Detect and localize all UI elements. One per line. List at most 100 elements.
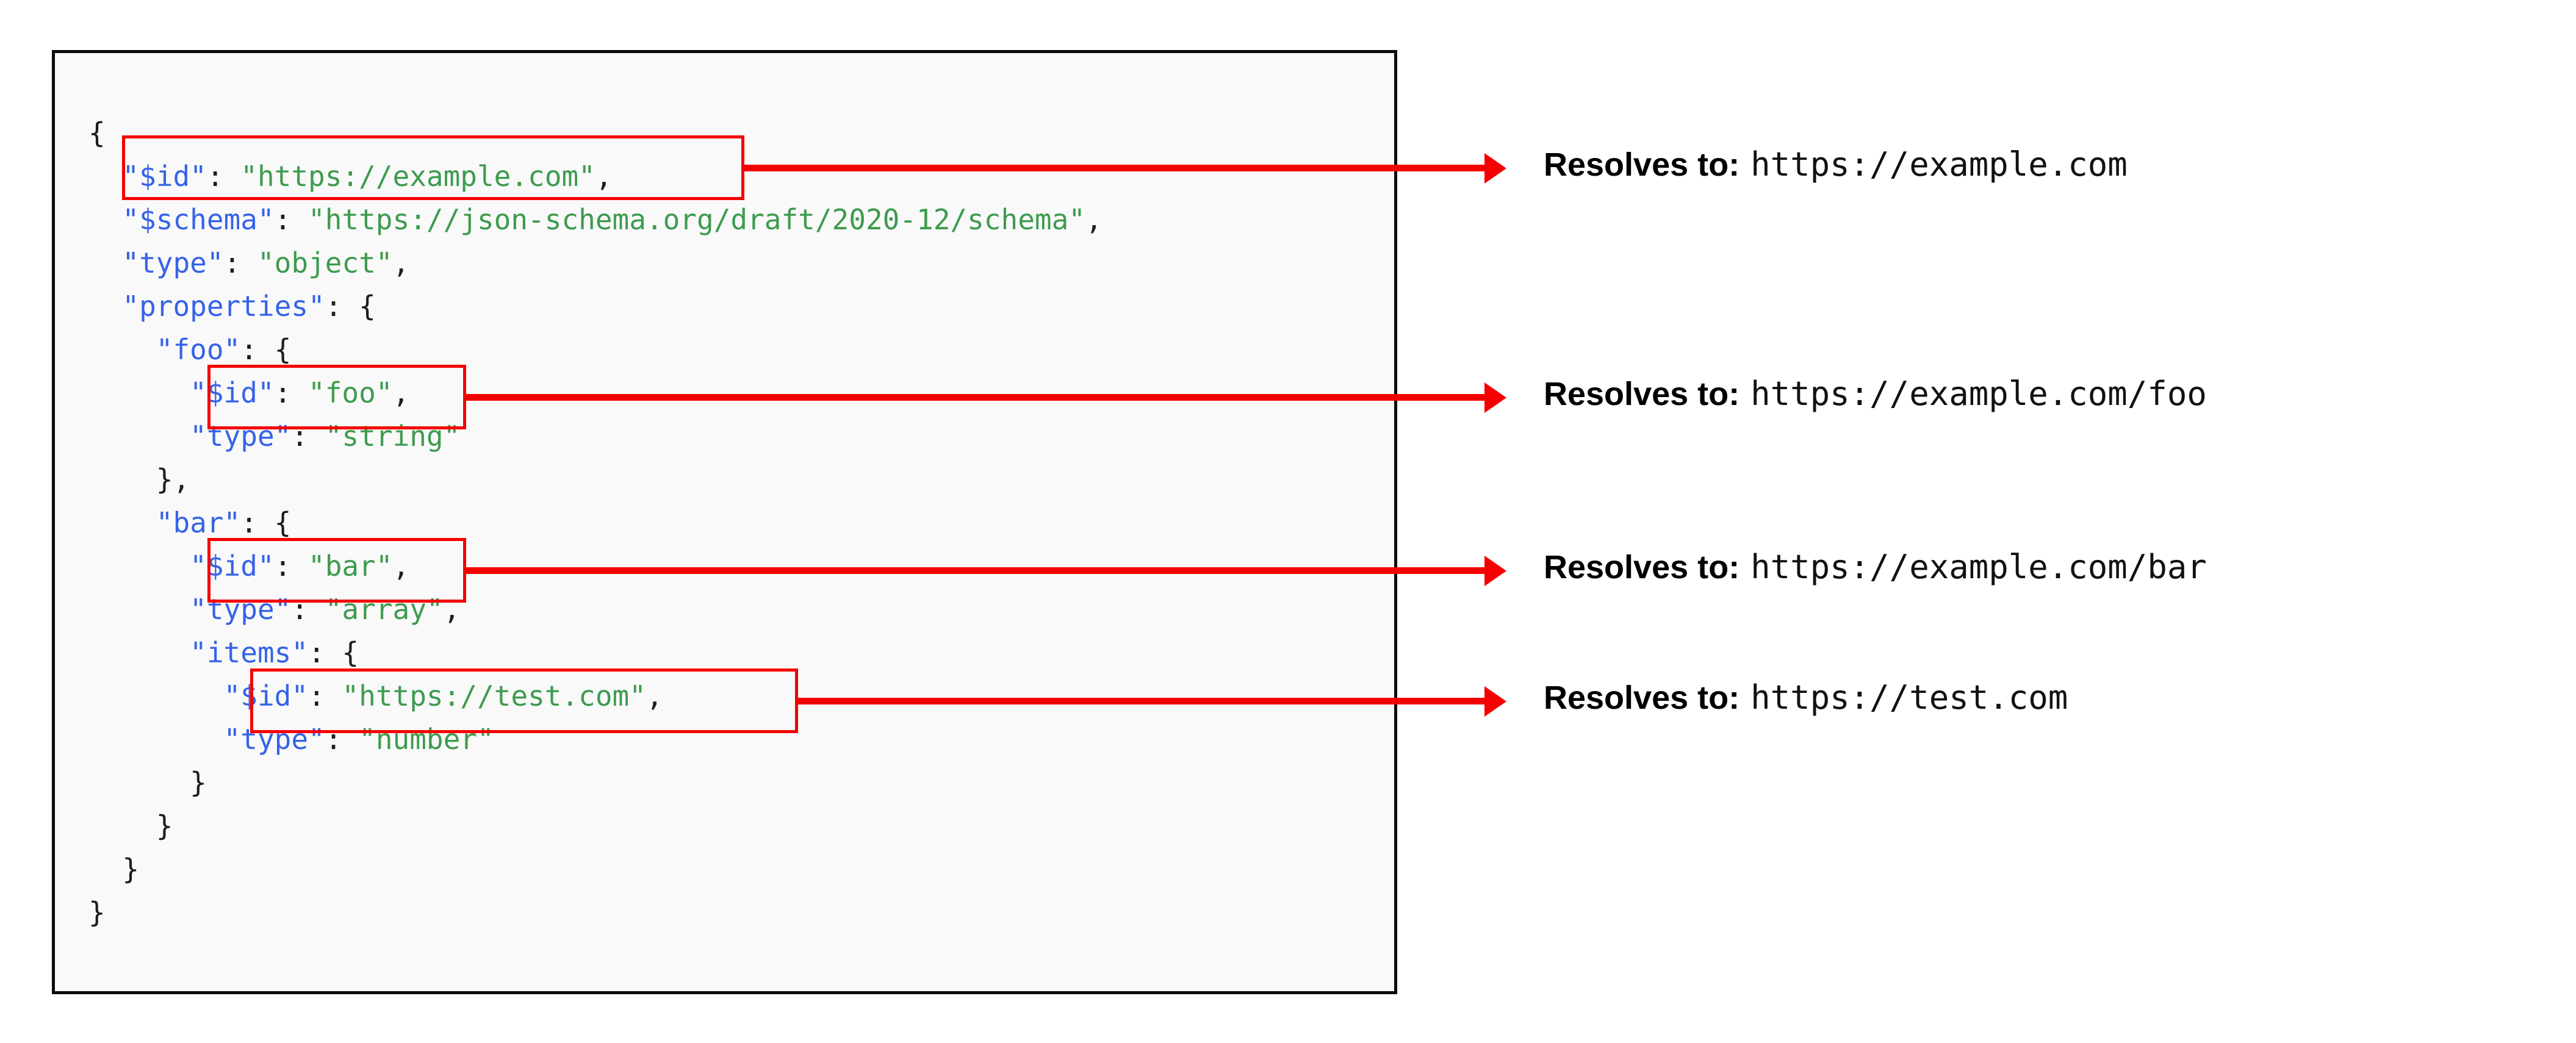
code-line: "type": "array",: [88, 588, 1103, 631]
resolve-row-bar-id: Resolves to: https://example.com/bar: [1544, 548, 2207, 586]
json-punctuation: :: [274, 203, 309, 236]
json-key: "$id": [190, 376, 275, 409]
code-indent: [88, 463, 156, 496]
json-punctuation: :: [308, 679, 342, 712]
code-indent: [88, 550, 190, 582]
json-key: "properties": [122, 290, 325, 323]
code-line: "type": "object",: [88, 242, 1103, 285]
json-punctuation: }: [88, 896, 106, 929]
json-punctuation: ,: [392, 376, 410, 409]
arrow-items-id: [798, 698, 1486, 704]
code-indent: [88, 333, 156, 366]
resolve-row-root-id: Resolves to: https://example.com: [1544, 145, 2128, 184]
code-indent: [88, 506, 156, 539]
resolve-row-foo-id: Resolves to: https://example.com/foo: [1544, 375, 2207, 413]
code-line: "$schema": "https://json-schema.org/draf…: [88, 198, 1103, 242]
json-key: "bar": [156, 506, 241, 539]
json-punctuation: ,: [646, 679, 663, 712]
json-string: "https://json-schema.org/draft/2020-12/s…: [308, 203, 1085, 236]
resolve-row-items-id: Resolves to: https://test.com: [1544, 678, 2068, 717]
json-punctuation: ,: [392, 246, 410, 279]
json-string: "array": [325, 593, 444, 626]
json-code-panel: { "$id": "https://example.com", "$schema…: [52, 50, 1397, 994]
resolves-to-label: Resolves to:: [1544, 376, 1740, 412]
code-line: {: [88, 112, 1103, 155]
json-punctuation: ,: [595, 160, 613, 193]
resolves-to-label: Resolves to:: [1544, 679, 1740, 716]
json-punctuation: }: [190, 766, 207, 799]
json-string: "bar": [308, 550, 393, 582]
arrow-root-id: [744, 165, 1486, 171]
code-line: "bar": {: [88, 501, 1103, 545]
json-key: "type": [122, 246, 224, 279]
json-punctuation: }: [156, 809, 173, 842]
json-key: "$id": [223, 679, 309, 712]
json-key: "$schema": [122, 203, 275, 236]
json-string: "https://test.com": [342, 679, 646, 712]
json-string: "https://example.com": [240, 160, 595, 193]
json-string: "number": [359, 723, 494, 756]
json-punctuation: :: [325, 723, 359, 756]
json-code-listing: { "$id": "https://example.com", "$schema…: [88, 112, 1103, 934]
resolved-url-bar-id: https://example.com/bar: [1750, 548, 2207, 586]
code-line: "$id": "https://example.com",: [88, 155, 1103, 198]
resolved-url-foo-id: https://example.com/foo: [1750, 375, 2207, 413]
json-punctuation: },: [156, 463, 190, 496]
code-line: "$id": "foo",: [88, 371, 1103, 415]
code-indent: [88, 853, 122, 886]
code-indent: [88, 809, 156, 842]
code-line: "type": "number": [88, 718, 1103, 761]
json-punctuation: : {: [308, 636, 359, 669]
resolves-to-label: Resolves to:: [1544, 549, 1740, 586]
json-punctuation: :: [223, 246, 257, 279]
code-line: }: [88, 805, 1103, 848]
code-indent: [88, 723, 224, 756]
json-punctuation: {: [88, 116, 106, 149]
json-key: "type": [190, 420, 292, 453]
code-indent: [88, 290, 122, 323]
code-indent: [88, 160, 122, 193]
json-string: "object": [257, 246, 393, 279]
json-punctuation: }: [122, 853, 140, 886]
json-punctuation: : {: [325, 290, 376, 323]
json-punctuation: :: [291, 593, 325, 626]
code-indent: [88, 203, 122, 236]
json-string: "foo": [308, 376, 393, 409]
json-key: "type": [190, 593, 292, 626]
json-punctuation: ,: [1085, 203, 1103, 236]
json-key: "items": [190, 636, 309, 669]
code-line: "properties": {: [88, 285, 1103, 328]
json-punctuation: ,: [443, 593, 461, 626]
json-key: "$id": [190, 550, 275, 582]
json-key: "$id": [122, 160, 207, 193]
arrow-foo-id: [466, 394, 1486, 401]
resolved-url-root-id: https://example.com: [1750, 145, 2128, 184]
code-indent: [88, 593, 190, 626]
code-line: "$id": "https://test.com",: [88, 675, 1103, 718]
json-punctuation: :: [274, 376, 309, 409]
json-punctuation: : {: [240, 506, 292, 539]
json-punctuation: :: [206, 160, 241, 193]
arrow-bar-id: [466, 567, 1486, 574]
code-indent: [88, 246, 122, 279]
json-key: "type": [223, 723, 325, 756]
code-indent: [88, 766, 190, 799]
resolves-to-label: Resolves to:: [1544, 146, 1740, 183]
code-indent: [88, 376, 190, 409]
json-punctuation: :: [291, 420, 325, 453]
json-key: "foo": [156, 333, 241, 366]
code-line: "$id": "bar",: [88, 545, 1103, 588]
json-string: "string": [325, 420, 461, 453]
code-line: },: [88, 458, 1103, 501]
json-punctuation: : {: [240, 333, 292, 366]
code-line: }: [88, 848, 1103, 891]
code-line: }: [88, 761, 1103, 805]
json-punctuation: :: [274, 550, 309, 582]
json-punctuation: ,: [392, 550, 410, 582]
code-line: "type": "string": [88, 415, 1103, 458]
resolved-url-items-id: https://test.com: [1750, 678, 2068, 717]
code-indent: [88, 679, 224, 712]
code-indent: [88, 636, 190, 669]
code-line: "items": {: [88, 631, 1103, 675]
code-line: }: [88, 891, 1103, 934]
